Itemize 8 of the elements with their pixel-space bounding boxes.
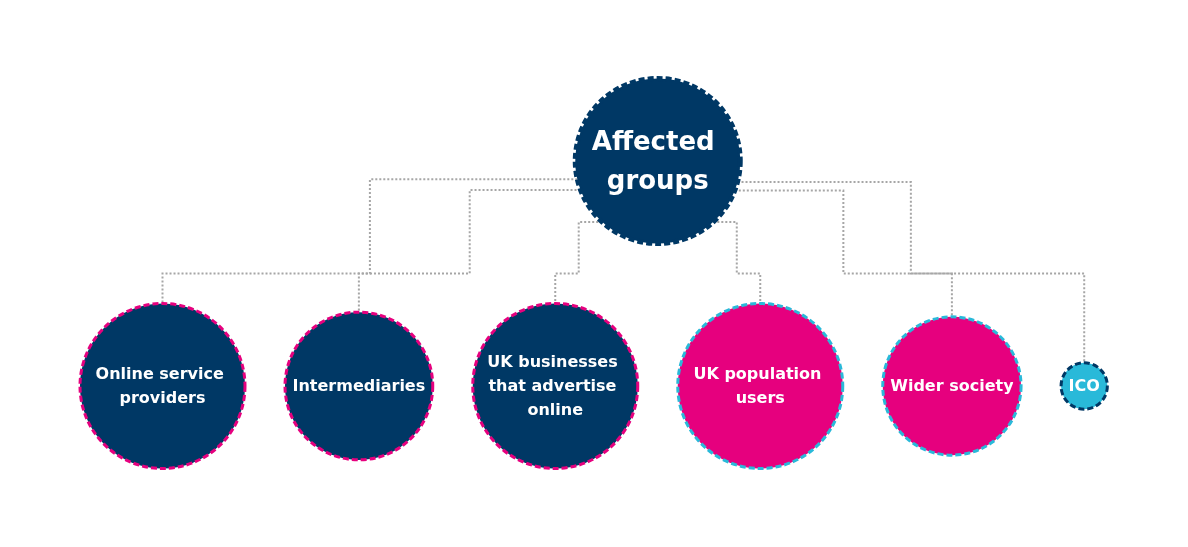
connector (736, 181, 1086, 364)
node-circle: Affected groups (573, 76, 744, 246)
node-circle: UK businesses that advertise online (471, 302, 640, 470)
node-circle: ICO (1059, 361, 1110, 411)
node-circle: Wider society (881, 315, 1023, 457)
node-circle: UK population users (676, 302, 845, 470)
node-circle: Online service providers (78, 302, 247, 470)
node-circle: Intermediaries (283, 310, 435, 462)
